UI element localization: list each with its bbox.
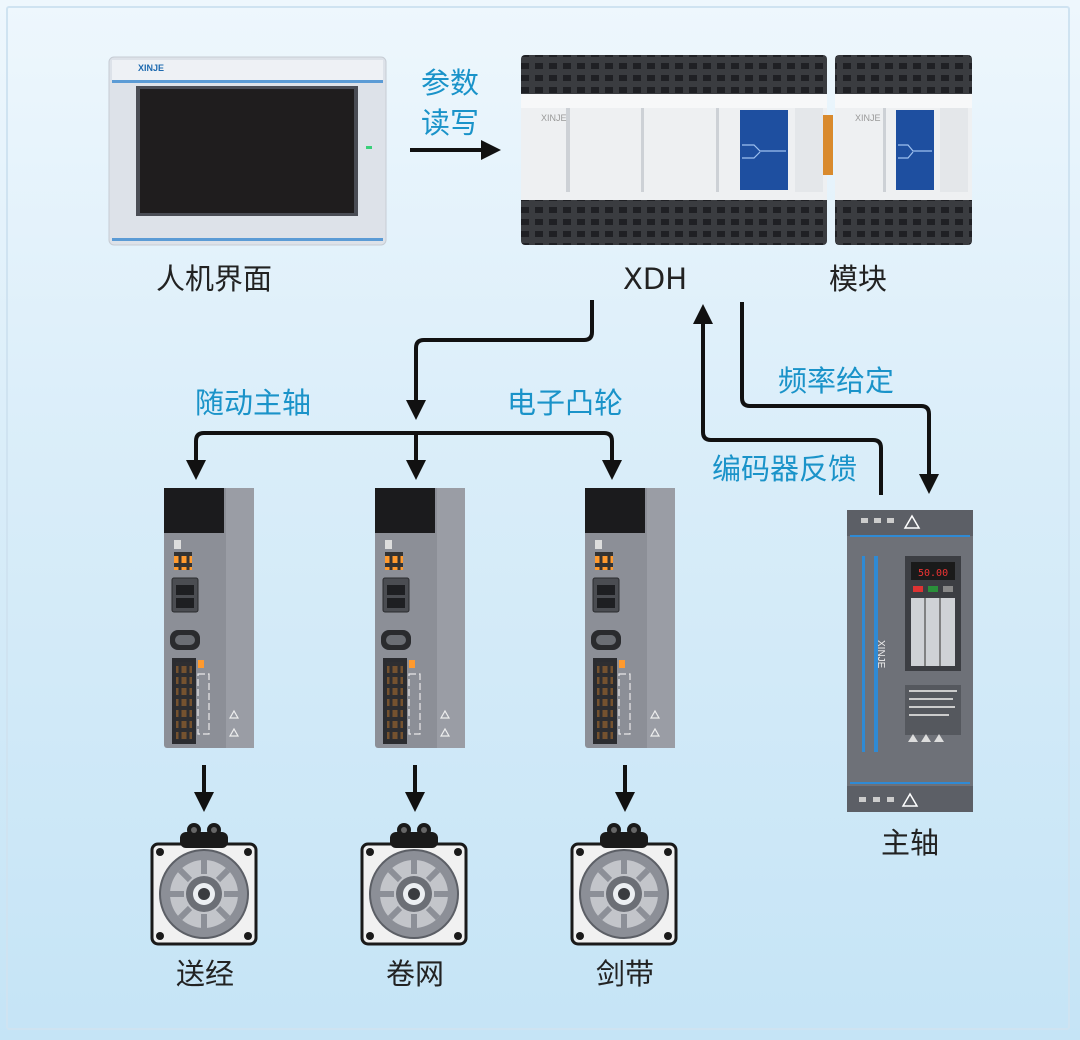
- warning-icon: [901, 514, 921, 807]
- hmi-device: XINJE: [108, 56, 387, 246]
- expansion-module-device: XINJE: [835, 55, 972, 245]
- encoder-feedback-label: 编码器反馈: [712, 452, 858, 486]
- freq-given-label: 频率给定: [778, 364, 895, 398]
- param-rw-label-1: 参数: [421, 66, 480, 100]
- hmi-brand: XINJE: [138, 63, 164, 73]
- module-brand: XINJE: [855, 113, 881, 123]
- plc-xdh-device: XINJE: [521, 55, 833, 245]
- spindle-inverter-device: 50.00 XINJE: [847, 510, 973, 812]
- xdh-to-servo-arrow: [406, 300, 594, 420]
- spindle-label: 主轴: [881, 826, 940, 860]
- servo-motor-takeup: [362, 823, 466, 944]
- xdh-label: XDH: [623, 262, 688, 296]
- param-rw-label-2: 读写: [421, 106, 480, 140]
- servo-motor-feed: [152, 823, 256, 944]
- servo-drive-3: [584, 487, 676, 749]
- servo-drive-2: [374, 487, 466, 749]
- motor-feed-label: 送经: [176, 957, 235, 991]
- motor-takeup-label: 卷网: [386, 957, 445, 991]
- vfd-brand: XINJE: [875, 640, 886, 669]
- follow-spindle-label: 随动主轴: [195, 386, 312, 420]
- module-label: 模块: [829, 262, 888, 296]
- diagram-frame: [6, 6, 1070, 1030]
- encoder-feedback-arrow: [693, 304, 883, 495]
- vfd-display: 50.00: [918, 568, 948, 579]
- servo-drive-1: [163, 487, 255, 749]
- hmi-label: 人机界面: [156, 262, 273, 296]
- motor-sword-label: 剑带: [596, 957, 655, 991]
- power-led-icon: [366, 146, 372, 149]
- servo-motor-sword: [572, 823, 676, 944]
- hmi-screen: [140, 89, 354, 213]
- plc-brand: XINJE: [541, 113, 567, 123]
- freq-given-arrow: [740, 302, 939, 494]
- e-cam-label: 电子凸轮: [507, 386, 624, 420]
- servo-bus-line: [194, 431, 614, 476]
